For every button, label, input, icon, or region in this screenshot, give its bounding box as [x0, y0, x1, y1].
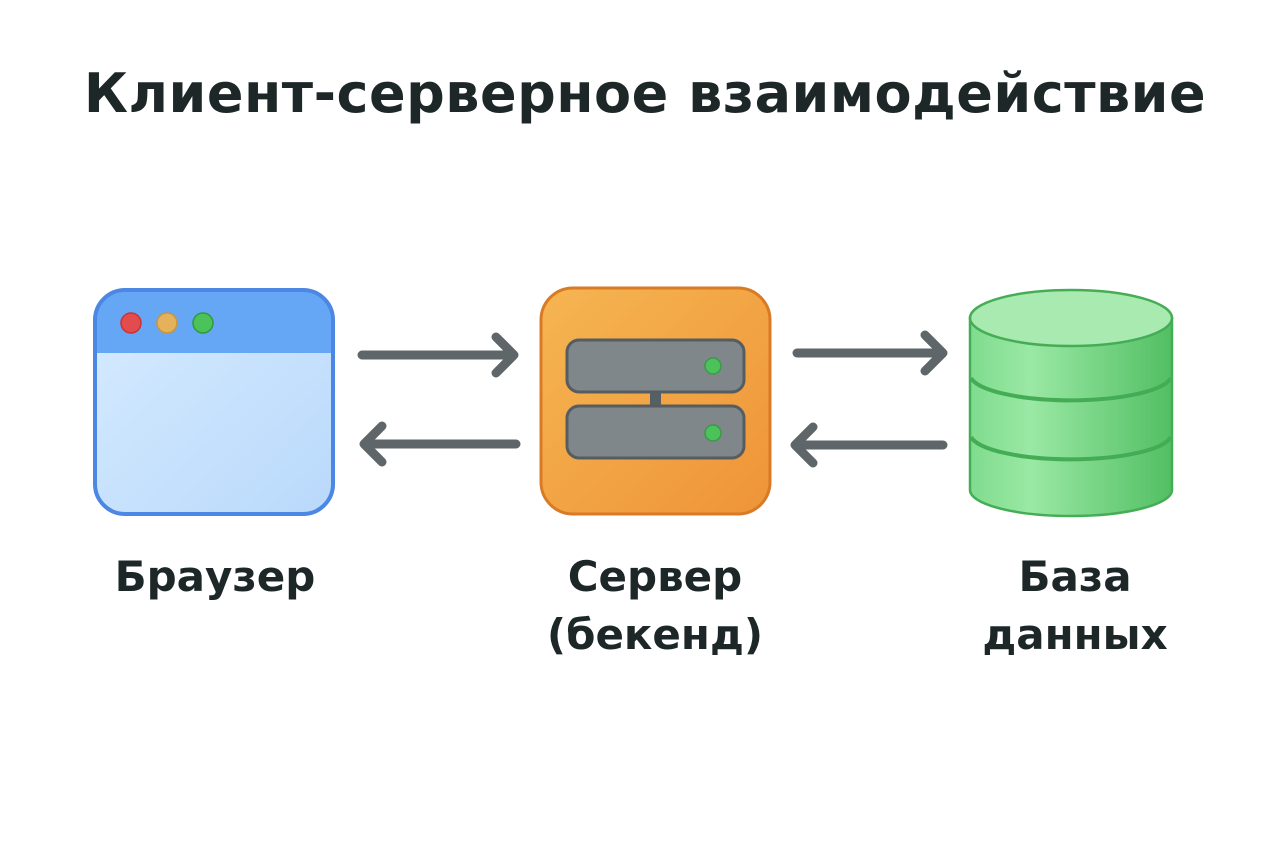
status-led-icon	[704, 357, 722, 375]
database-label-line: данных	[982, 610, 1168, 659]
server-icon	[539, 286, 772, 516]
arrow-browser-to-server	[357, 332, 519, 378]
database-icon	[968, 288, 1174, 518]
close-dot-icon	[120, 312, 142, 334]
browser-label-line: Браузер	[114, 552, 316, 601]
arrow-server-to-database	[792, 330, 948, 376]
browser-label: Браузер	[65, 548, 365, 606]
maximize-dot-icon	[192, 312, 214, 334]
browser-window-icon	[93, 288, 335, 516]
arrow-server-to-browser	[359, 421, 521, 467]
database-label: База данных	[925, 548, 1225, 664]
database-label-line: База	[1018, 552, 1132, 601]
server-label-line: (бекенд)	[546, 610, 764, 659]
server-label-line: Сервер	[567, 552, 743, 601]
server-label: Сервер (бекенд)	[505, 548, 805, 664]
diagram-title: Клиент-серверное взаимодействие	[83, 62, 1207, 125]
minimize-dot-icon	[156, 312, 178, 334]
status-led-icon	[704, 424, 722, 442]
arrow-database-to-server	[790, 422, 948, 468]
